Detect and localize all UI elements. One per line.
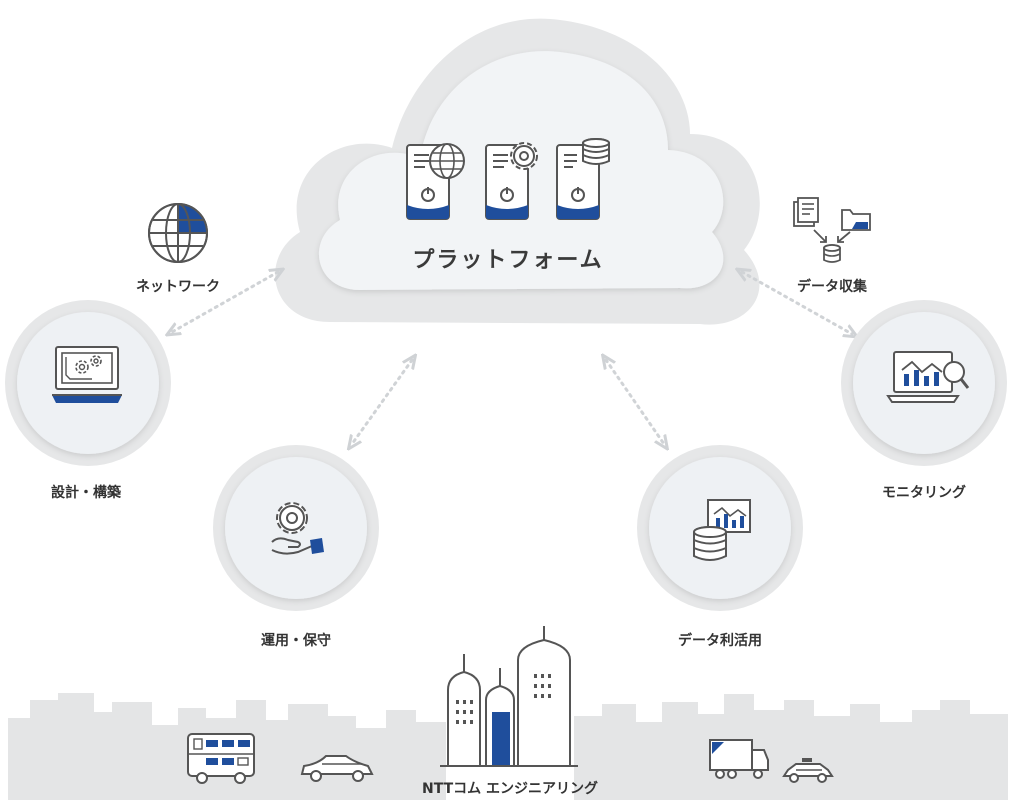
company-name: NTTコム エンジニアリング [421, 781, 599, 797]
database-chart-icon [693, 499, 751, 561]
server-database-icon [556, 138, 610, 220]
server-globe-icon [406, 143, 465, 220]
taxi-icon [782, 758, 834, 783]
connectors [172, 272, 852, 444]
hand-gear-icon [271, 502, 324, 555]
truck-icon [709, 739, 769, 779]
car-icon [300, 755, 374, 782]
monitor-chart-magnifier-icon [886, 351, 970, 403]
design-build-label: 設計・構築 [51, 485, 121, 501]
data-collection-label: データ収集 [797, 279, 867, 295]
operation-maintenance-label: 運用・保守 [261, 633, 331, 649]
company-buildings-icon [440, 626, 578, 767]
data-usage-label: データ利活用 [678, 633, 762, 649]
platform-title: プラットフォーム [412, 248, 604, 273]
network-label: ネットワーク [136, 279, 220, 295]
data-collection-icon [793, 197, 871, 263]
bus-icon [187, 733, 255, 784]
server-gear-icon [485, 142, 538, 220]
monitoring-label: モニタリング [882, 485, 966, 501]
network-globe-icon [148, 203, 208, 263]
monitor-gears-icon [52, 346, 122, 403]
